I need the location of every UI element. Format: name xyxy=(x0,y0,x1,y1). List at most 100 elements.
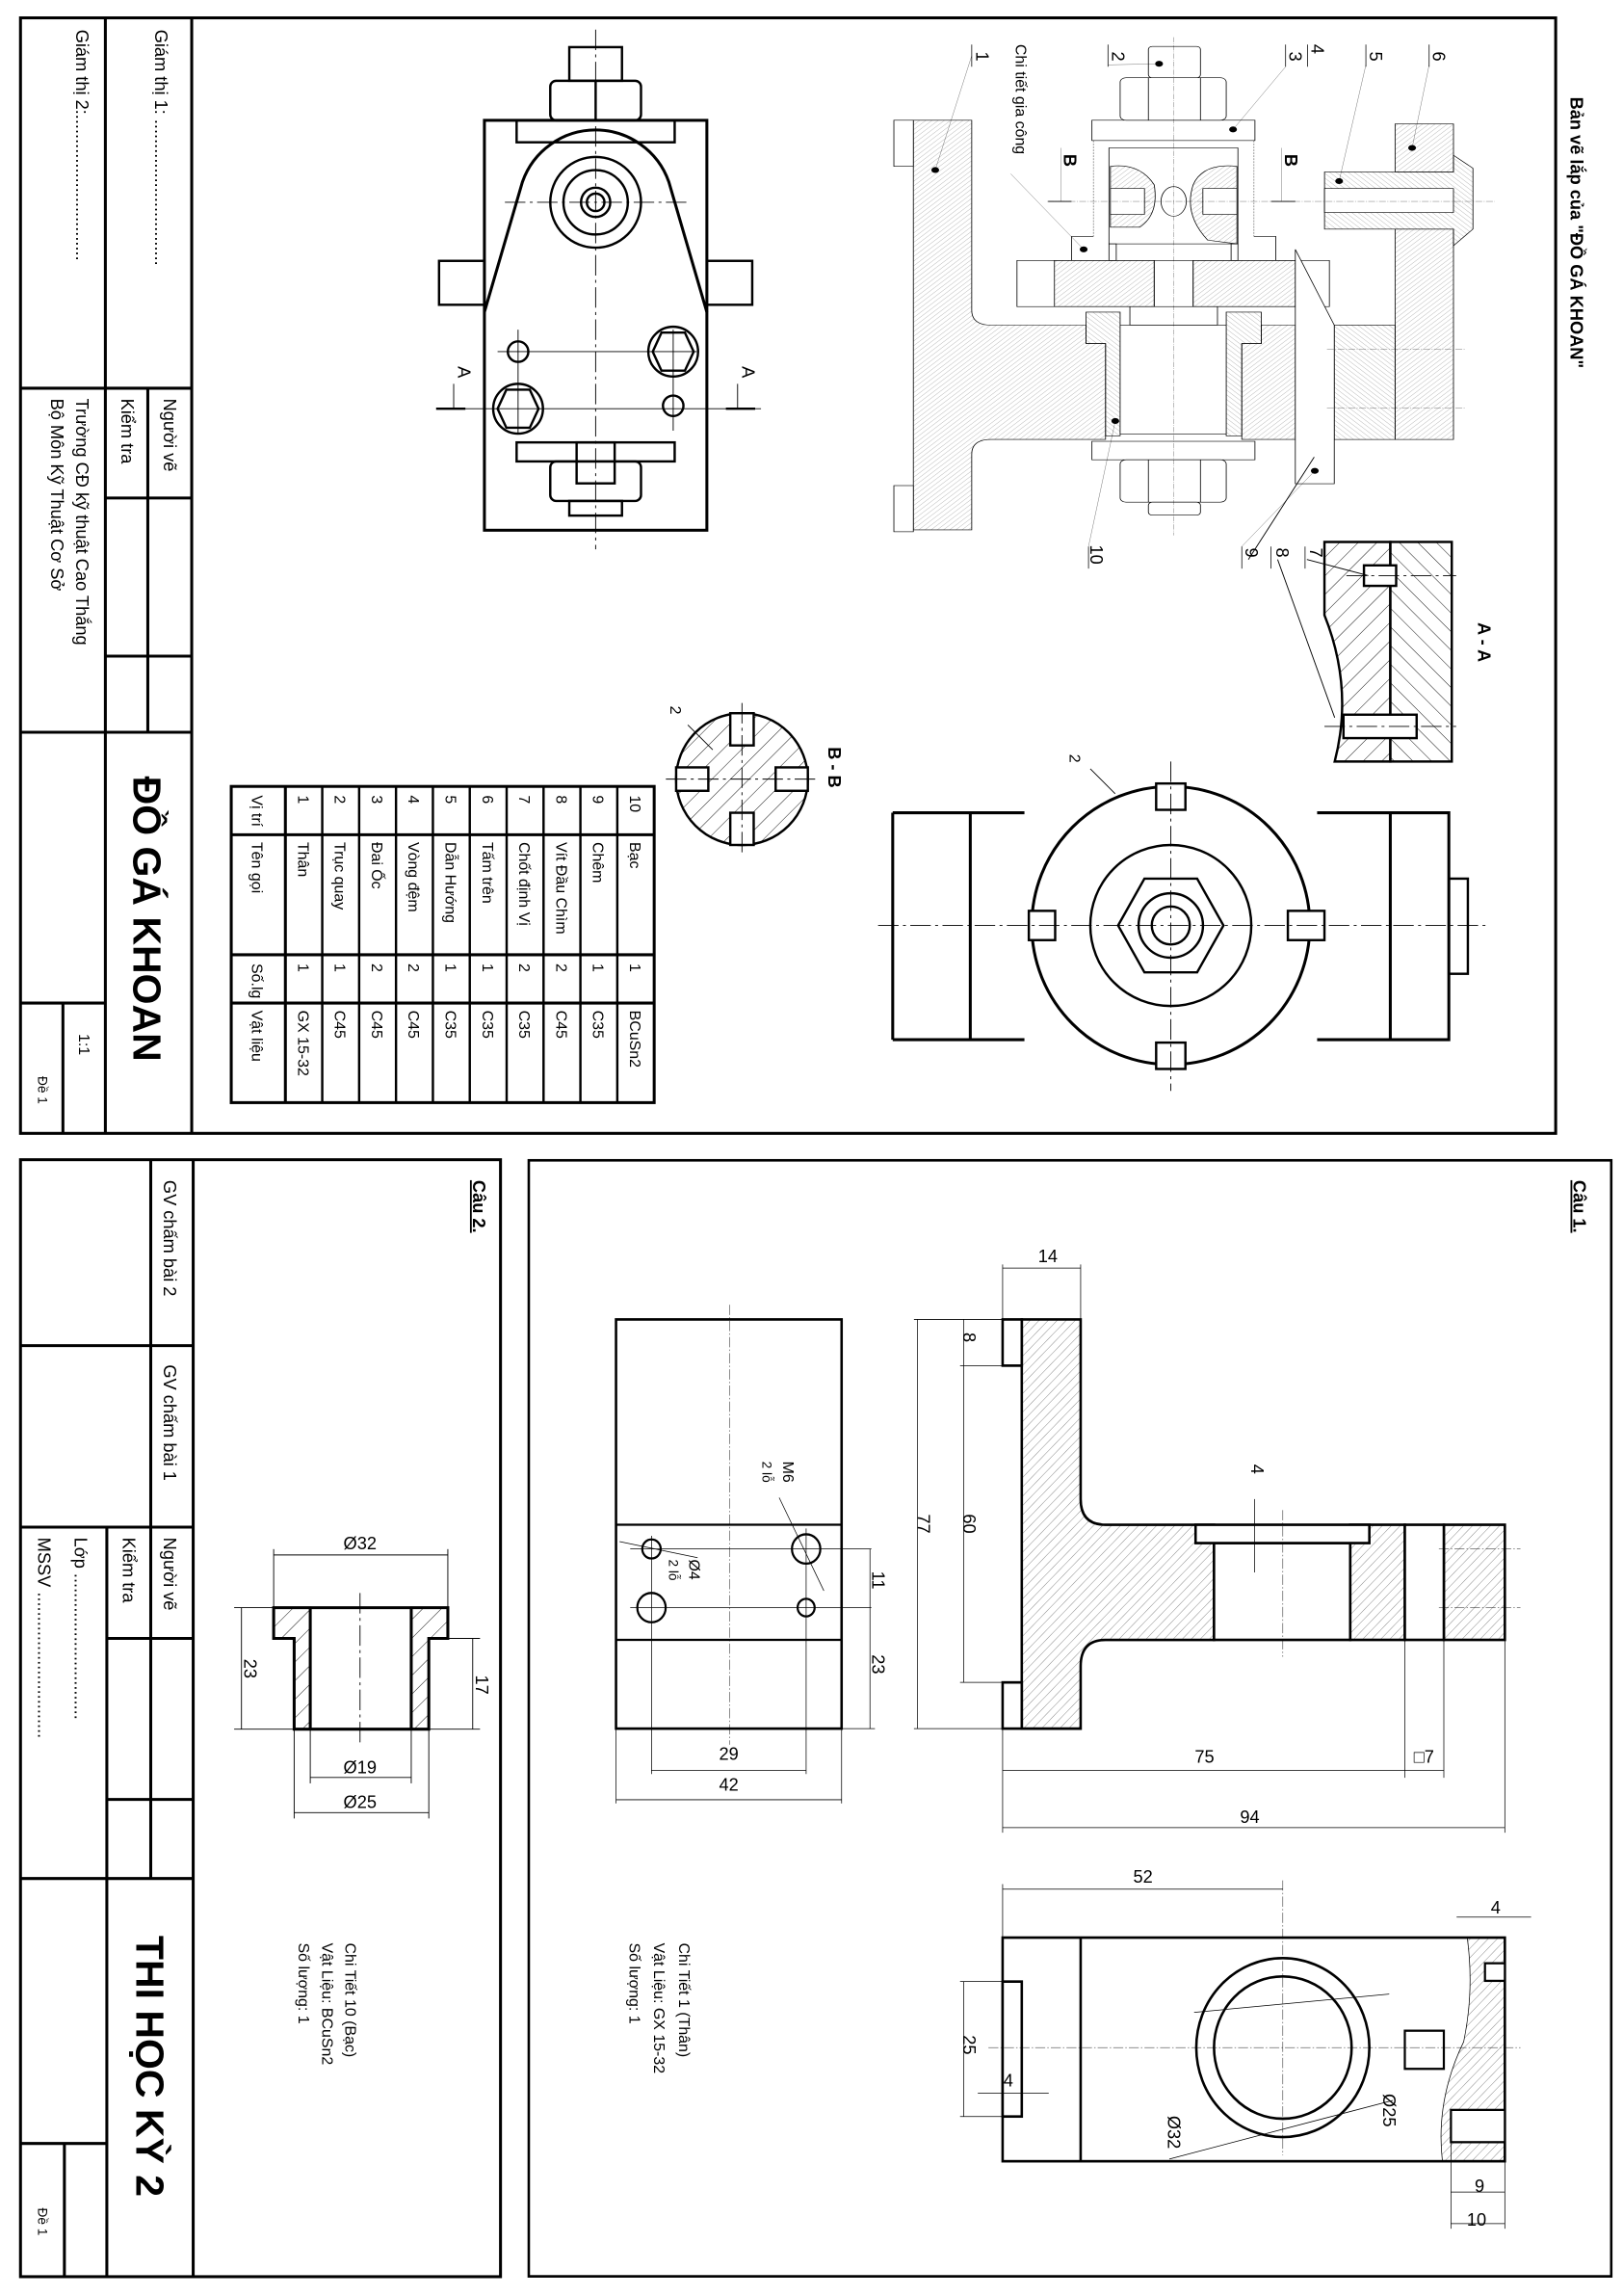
table-header-cell: Số.lg xyxy=(248,963,264,998)
dim-8: 8 xyxy=(959,1333,980,1342)
drawn-by-label-2: Người vẽ xyxy=(160,1538,180,1611)
table-header-cell: Tên gọi xyxy=(248,842,264,893)
bushing-drawing: Ø32 Ø19 Ø25 23 17 xyxy=(234,1533,492,1819)
table-cell-material: C35 xyxy=(442,1011,458,1039)
question2-notes: Chi Tiết 10 (Bạc) Vật Liệu: BCuSn2 Số lư… xyxy=(295,1943,358,2066)
department-name: Bộ Môn Kỹ Thuật Cơ Sở xyxy=(47,399,67,592)
note-line: Số lượng: 1 xyxy=(295,1943,311,2024)
dim-4-notch: 4 xyxy=(1004,2070,1013,2090)
hole-phi4-count: 2 lỗ xyxy=(666,1559,680,1580)
assembly-part-labels: 1 2 3 4 5 6 7 8 9 10 Chi tiết gia công B… xyxy=(972,44,1449,565)
table-cell-qty: 1 xyxy=(442,963,458,972)
table-cell-material: C45 xyxy=(331,1011,348,1039)
bottom-view: 2 xyxy=(877,754,1486,1092)
dim-body-height: 17 xyxy=(472,1675,492,1694)
grader2-label: GV chấm bài 2 xyxy=(160,1180,180,1297)
table-cell-name: Chêm xyxy=(589,842,606,884)
table-header-cell: Vật liệu xyxy=(248,1011,264,1062)
part-label-5: 5 xyxy=(1366,51,1386,61)
dim-phi32: Ø32 xyxy=(1164,2116,1184,2149)
thread-m6-count: 2 lỗ xyxy=(760,1462,774,1483)
question2-label: Câu 2. xyxy=(469,1180,489,1233)
table-cell-pos: 5 xyxy=(442,795,458,804)
student-id-field[interactable]: MSSV .............................. xyxy=(35,1538,55,1739)
section-mark-b-right: B xyxy=(1281,154,1301,167)
note-line: Chi Tiết 1 (Thân) xyxy=(675,1943,692,2058)
assembly-title-block: Giám thị 1: ............................… xyxy=(36,30,181,1104)
supervisor-2: Giám thị 2:.............................… xyxy=(72,30,92,261)
dim-23: 23 xyxy=(869,1654,889,1674)
dim-52: 52 xyxy=(1134,1866,1153,1887)
supervisor-1: Giám thị 1: ............................… xyxy=(151,30,171,266)
part-label-9: 9 xyxy=(1242,548,1262,558)
table-cell-name: Thân xyxy=(294,842,310,877)
table-cell-name: Tấm trên xyxy=(479,842,495,904)
dim-4-counterbore: 4 xyxy=(1247,1465,1268,1474)
table-cell-pos: 8 xyxy=(552,795,568,804)
part-label-3: 3 xyxy=(1286,51,1306,61)
checked-by-label: Kiểm tra xyxy=(118,399,138,465)
grader1-label: GV chấm bài 1 xyxy=(160,1364,180,1481)
table-cell-material: C35 xyxy=(479,1011,495,1039)
table-cell-pos: 9 xyxy=(589,795,606,804)
assembly-section-view xyxy=(893,37,1495,569)
dim-9: 9 xyxy=(1475,2176,1484,2196)
table-cell-qty: 1 xyxy=(589,963,606,972)
dim-bore-diameter: Ø19 xyxy=(344,1756,377,1777)
part-label-8: 8 xyxy=(1272,548,1293,558)
table-cell-name: Trục quay xyxy=(331,842,348,910)
table-cell-material: C45 xyxy=(552,1011,568,1039)
table-cell-pos: 6 xyxy=(479,795,495,804)
dim-square-7: □7 xyxy=(1414,1747,1434,1767)
table-cell-qty: 2 xyxy=(515,963,532,972)
table-cell-pos: 1 xyxy=(294,795,310,804)
dim-body-diameter: Ø25 xyxy=(344,1792,377,1812)
scale-value: 1:1 xyxy=(75,1034,92,1055)
exam-code: Đề 1 xyxy=(36,1076,50,1104)
question1-frame xyxy=(527,1158,1613,2278)
table-cell-pos: 10 xyxy=(626,795,642,812)
part-label-6: 6 xyxy=(1428,51,1449,61)
exam-code-2: Đề 1 xyxy=(36,2208,50,2236)
table-cell-pos: 3 xyxy=(368,795,384,804)
workpiece-label: Chi tiết gia công xyxy=(1011,44,1028,154)
dim-25: 25 xyxy=(959,2035,980,2054)
table-cell-pos: 4 xyxy=(405,795,421,804)
part-label-4: 4 xyxy=(1307,44,1327,54)
school-name: Trường CĐ kỹ thuật Cao Thắng xyxy=(72,399,92,646)
table-cell-qty: 2 xyxy=(405,963,421,972)
dim-75: 75 xyxy=(1194,1747,1214,1767)
question1-label: Câu 1. xyxy=(1569,1180,1589,1233)
dim-60: 60 xyxy=(959,1514,980,1533)
question2-frame xyxy=(18,1158,503,2279)
table-cell-material: BCuSn2 xyxy=(626,1011,642,1068)
question2-title-block: GV chấm bài 2 GV chấm bài 1 Người vẽ Kiể… xyxy=(35,1180,181,2235)
table-cell-qty: 2 xyxy=(552,963,568,972)
hole-phi4: Ø4 xyxy=(686,1559,702,1579)
table-cell-material: GX 15-32 xyxy=(294,1011,310,1076)
dim-total-height: 23 xyxy=(241,1659,261,1678)
table-cell-qty: 1 xyxy=(294,963,310,972)
table-cell-pos: 7 xyxy=(515,795,532,804)
thread-m6: M6 xyxy=(779,1462,796,1483)
table-cell-name: Vòng đệm xyxy=(405,842,421,912)
table-header-cell: Vị trí xyxy=(248,795,264,827)
assembly-sheet-frame xyxy=(18,16,1558,1135)
note-line: Số lượng: 1 xyxy=(625,1943,641,2024)
table-cell-pos: 2 xyxy=(331,795,348,804)
table-cell-material: C35 xyxy=(589,1011,606,1039)
section-mark-a-left: A xyxy=(455,366,475,379)
drawn-by-label: Người vẽ xyxy=(160,399,180,472)
dim-phi25: Ø25 xyxy=(1379,2094,1400,2126)
part-label-1: 1 xyxy=(972,51,992,61)
class-field[interactable]: Lớp .............................. xyxy=(70,1538,91,1720)
table-cell-material: C45 xyxy=(368,1011,384,1039)
table-cell-name: Chốt định Vị xyxy=(515,842,532,926)
part-label-2: 2 xyxy=(1109,51,1129,61)
exam-title: THI HỌC KỲ 2 xyxy=(127,1936,171,2197)
section-title-aa: A - A xyxy=(1475,622,1495,662)
section-aa-view: A - A xyxy=(1247,457,1495,763)
section-mark-a-right: A xyxy=(738,366,758,379)
table-cell-material: C35 xyxy=(515,1011,532,1039)
table-cell-name: Vít Đầu Chìm xyxy=(552,842,568,935)
